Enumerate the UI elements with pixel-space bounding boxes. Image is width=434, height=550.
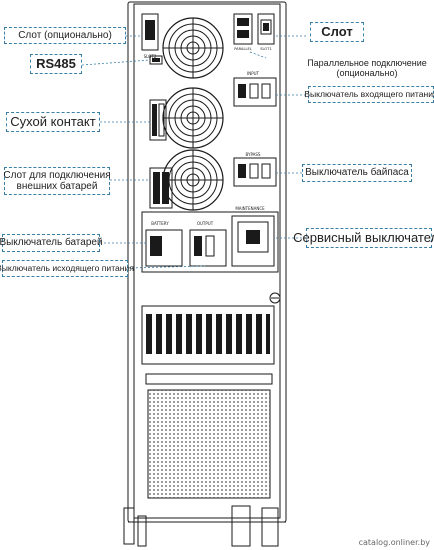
- callout-parallel-line1: Параллельное подключение: [307, 57, 427, 68]
- parallel-label: PARALLEL: [234, 47, 251, 51]
- cabinet-feet: [123, 505, 279, 547]
- dry-contact-terminal: [149, 99, 167, 141]
- callout-service-breaker: Сервисный выключатель: [293, 228, 434, 248]
- callout-slot: Слот: [310, 22, 364, 42]
- bypass-breaker: BYPASS: [233, 152, 277, 187]
- watermark: catalog.onliner.by: [358, 538, 430, 547]
- maintenance-label: MAINTENANCE: [235, 206, 265, 211]
- callout-parallel: Параллельное подключение (опционально): [300, 56, 434, 80]
- cover-plate: [145, 373, 273, 385]
- callout-input-breaker: Выключатель входящего питания: [304, 86, 434, 103]
- slot-right-label: SLOT1: [260, 47, 271, 51]
- callout-bypass-breaker: Выключатель байпаса: [302, 164, 412, 182]
- callout-output-breaker: Выключатель исходящего питания: [0, 260, 134, 277]
- battery-label: BATTERY: [151, 221, 169, 226]
- slot-right: SLOT1: [257, 13, 275, 51]
- vent-grille: [147, 389, 271, 499]
- callout-ext-battery-line2: внешних батарей: [16, 181, 98, 192]
- callout-dry-contact: Сухой контакт: [6, 112, 100, 132]
- leader-lines: [81, 35, 308, 269]
- terminal-block: [141, 305, 275, 365]
- breaker-panel: BATTERY OUTPUT MAINTENANCE: [141, 206, 279, 273]
- fan-middle: [162, 87, 224, 149]
- callout-ext-battery: Слот для подключения внешних батарей: [3, 167, 111, 195]
- ground-screw: [269, 292, 281, 304]
- callout-rs485: RS485: [30, 54, 82, 74]
- callout-slot-optional: Слот (опционально): [4, 27, 126, 44]
- slot-left: SLOT2: [141, 13, 159, 59]
- fan-top: [162, 17, 224, 79]
- output-label: OUTPUT: [197, 221, 214, 226]
- bypass-label: BYPASS: [246, 152, 261, 157]
- input-label: INPUT: [247, 71, 260, 76]
- input-breaker: INPUT: [233, 71, 277, 107]
- callout-parallel-line2: (опционально): [336, 68, 398, 78]
- parallel-port: PARALLEL: [233, 13, 253, 51]
- cabinet: [127, 1, 287, 523]
- callout-ext-battery-line1: Слот для подключения: [3, 169, 111, 181]
- callout-battery-breaker: Выключатель батарей: [0, 234, 103, 252]
- ext-battery-terminals: [149, 167, 173, 209]
